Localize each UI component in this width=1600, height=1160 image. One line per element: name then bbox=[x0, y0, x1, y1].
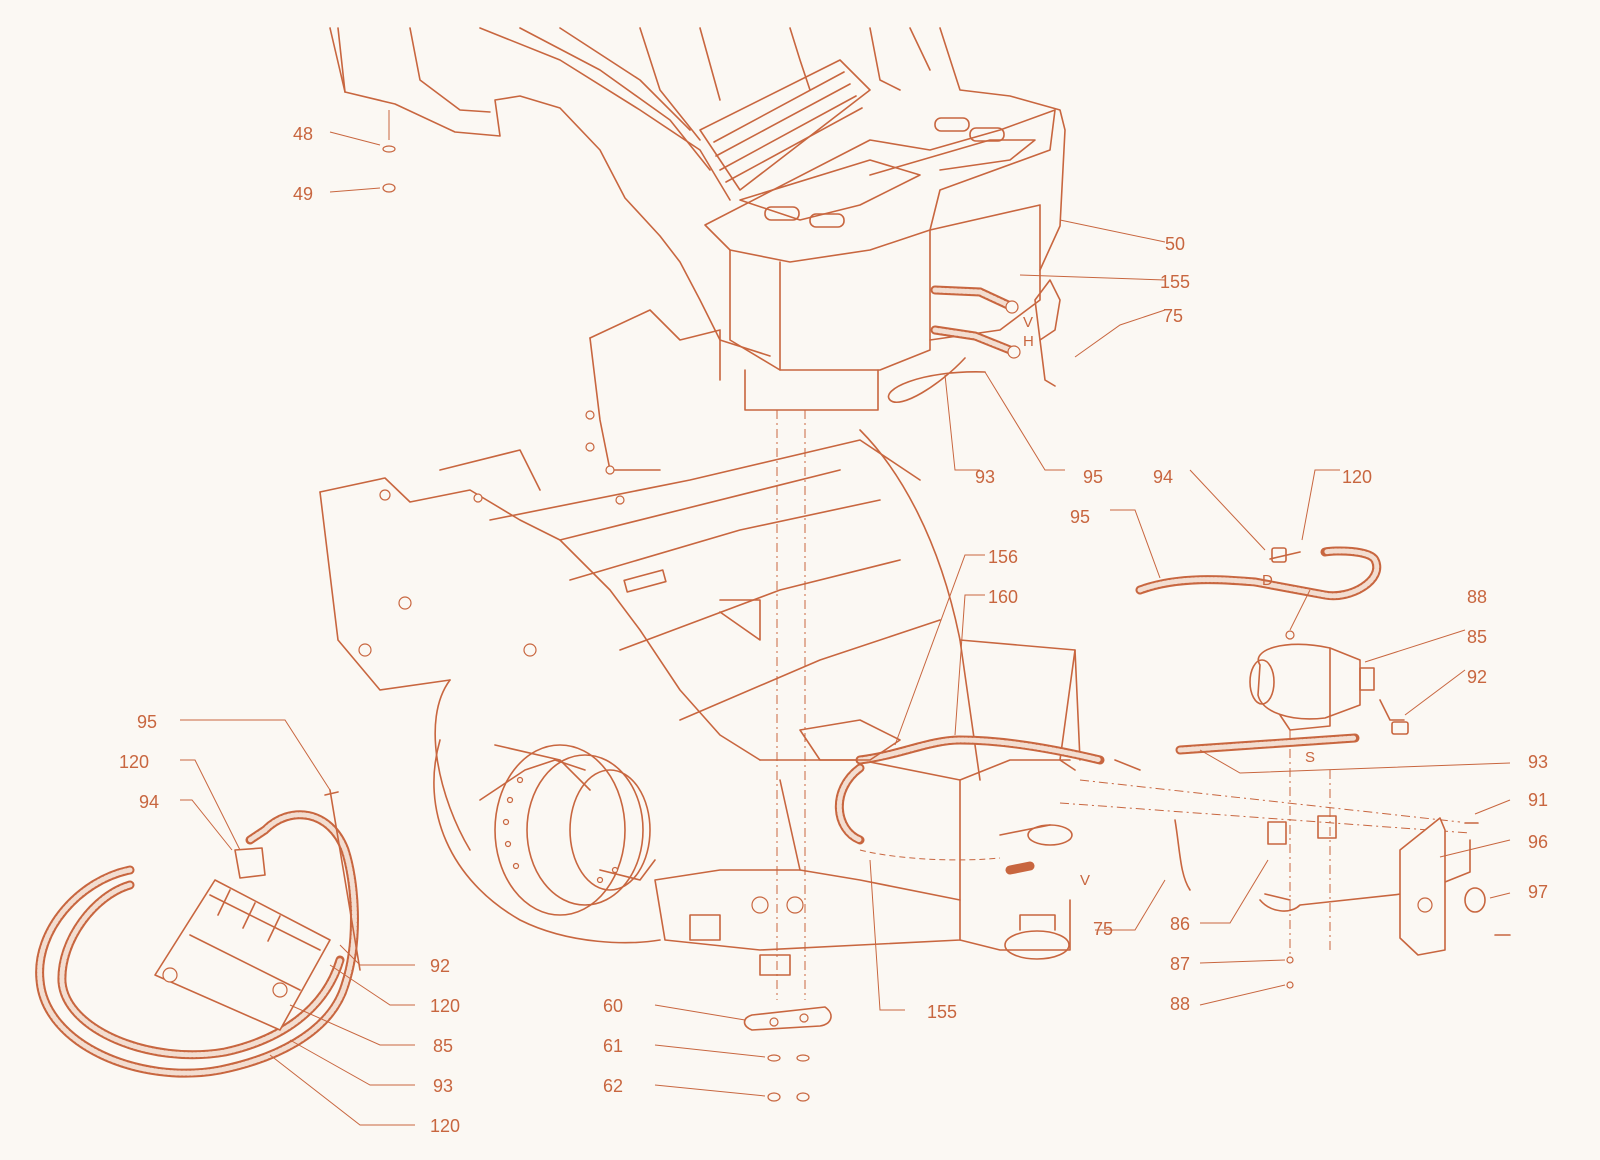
callout-95-upper: 95 bbox=[1083, 467, 1103, 487]
callout-92-left: 92 bbox=[430, 956, 450, 976]
callout-49: 49 bbox=[293, 184, 313, 204]
callout-155-lower: 155 bbox=[927, 1002, 957, 1022]
callout-120-left-top: 120 bbox=[119, 752, 149, 772]
hose-s-label: S bbox=[1305, 749, 1315, 766]
upper-hoses-155 bbox=[887, 285, 1021, 403]
callout-93-right: 93 bbox=[1528, 752, 1548, 772]
valve-port-v-label: V bbox=[1023, 314, 1033, 331]
callout-120-left-mid: 120 bbox=[430, 996, 460, 1016]
mounting-hardware bbox=[382, 110, 832, 1102]
console-tray bbox=[704, 109, 1061, 411]
callout-155-upper: 155 bbox=[1160, 272, 1190, 292]
callout-75-upper: 75 bbox=[1163, 306, 1183, 326]
callout-62: 62 bbox=[603, 1076, 623, 1096]
callout-85-right: 85 bbox=[1467, 627, 1487, 647]
port-v-label-lower: V bbox=[1080, 872, 1090, 889]
callout-61: 61 bbox=[603, 1036, 623, 1056]
pump-assembly-right bbox=[1135, 546, 1511, 989]
callout-93-upper: 93 bbox=[975, 467, 995, 487]
callout-97: 97 bbox=[1528, 882, 1548, 902]
callout-93-left: 93 bbox=[433, 1076, 453, 1096]
pump-assembly-left bbox=[35, 789, 361, 1078]
callout-160: 160 bbox=[988, 587, 1018, 607]
callout-75-lower: 75 bbox=[1093, 919, 1113, 939]
callout-88-top: 88 bbox=[1467, 587, 1487, 607]
callout-85-left: 85 bbox=[433, 1036, 453, 1056]
callout-95-right: 95 bbox=[1070, 507, 1090, 527]
callout-91: 91 bbox=[1528, 790, 1548, 810]
assembly-centerlines bbox=[776, 410, 1471, 1000]
valve-port-h-label: H bbox=[1023, 333, 1034, 350]
callout-92-right: 92 bbox=[1467, 667, 1487, 687]
callout-87: 87 bbox=[1170, 954, 1190, 974]
callout-94-left: 94 bbox=[139, 792, 159, 812]
axle-housing bbox=[433, 739, 661, 944]
callout-96: 96 bbox=[1528, 832, 1548, 852]
callout-50: 50 bbox=[1165, 234, 1185, 254]
main-frame bbox=[319, 309, 1081, 976]
callout-94-right: 94 bbox=[1153, 467, 1173, 487]
callout-156: 156 bbox=[988, 547, 1018, 567]
callout-labels: 48 49 50 155 75 93 95 94 120 95 88 85 92… bbox=[119, 124, 1548, 1136]
leader-lines bbox=[180, 131, 1511, 1126]
frame-hoses bbox=[799, 719, 1141, 875]
callout-95-left: 95 bbox=[137, 712, 157, 732]
hose-d-label: D bbox=[1262, 572, 1273, 589]
perforated-step-plate bbox=[699, 59, 871, 191]
upper-body-shell bbox=[329, 27, 1066, 357]
callout-88-bottom: 88 bbox=[1170, 994, 1190, 1014]
callout-60: 60 bbox=[603, 996, 623, 1016]
callout-86: 86 bbox=[1170, 914, 1190, 934]
callout-48: 48 bbox=[293, 124, 313, 144]
callout-120-left-bottom: 120 bbox=[430, 1116, 460, 1136]
callout-120-right: 120 bbox=[1342, 467, 1372, 487]
